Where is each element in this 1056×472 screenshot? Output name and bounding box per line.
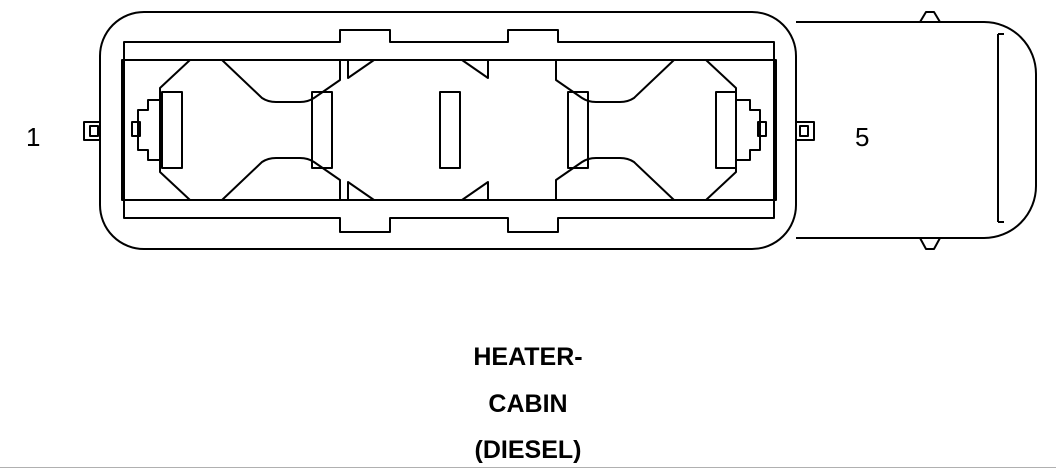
contact-bar-3 bbox=[439, 91, 461, 169]
connector-keyway bbox=[123, 29, 775, 233]
terminal-right bbox=[555, 59, 737, 201]
connector-cavity bbox=[121, 59, 777, 201]
latch-left-pin bbox=[131, 121, 141, 137]
notch-top-left bbox=[347, 59, 375, 79]
boot-top-tab bbox=[919, 11, 941, 23]
notch-bottom-left bbox=[347, 181, 375, 201]
pin-label-1: 1 bbox=[26, 122, 41, 152]
connector-housing-outer bbox=[99, 11, 797, 250]
contact-bar-4 bbox=[567, 91, 589, 169]
latch-left bbox=[137, 99, 162, 161]
pin-stub-right bbox=[796, 121, 815, 141]
connector-boot bbox=[796, 21, 1037, 239]
boot-bottom-tab bbox=[919, 237, 941, 250]
caption-line-3: (DIESEL) bbox=[474, 436, 582, 464]
pin-stub-left bbox=[83, 121, 100, 141]
contact-bar-5 bbox=[715, 91, 737, 169]
contact-bar-2 bbox=[311, 91, 333, 169]
notch-bottom-right bbox=[461, 181, 489, 201]
latch-right-pin bbox=[757, 121, 767, 137]
pin-label-5: 5 bbox=[855, 122, 870, 152]
latch-right bbox=[736, 99, 761, 161]
caption-line-2: CABIN bbox=[488, 390, 568, 418]
bottom-divider bbox=[0, 467, 1056, 468]
contact-bar-1 bbox=[161, 91, 183, 169]
caption-line-1: HEATER- bbox=[473, 343, 583, 371]
notch-top-right bbox=[461, 59, 489, 79]
